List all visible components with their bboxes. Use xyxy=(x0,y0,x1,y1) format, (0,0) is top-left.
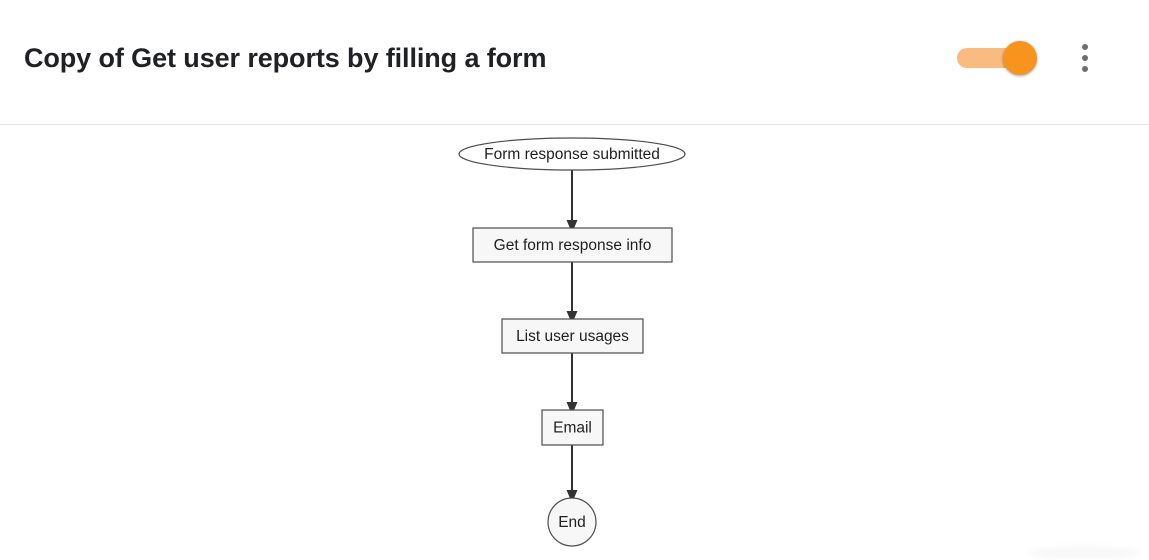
three-dots-vertical-icon[interactable] xyxy=(1068,34,1102,80)
flow-node-get-form-response-info-label: Get form response info xyxy=(494,237,652,254)
flow-node-end-label: End xyxy=(558,514,586,531)
edge-email-to-end xyxy=(566,445,578,503)
bottom-edge-shadow xyxy=(1030,546,1140,560)
edge-start-to-get-form xyxy=(566,170,578,233)
edge-list-to-email xyxy=(566,353,578,415)
flow-node-list-user-usages[interactable]: List user usages xyxy=(501,318,644,354)
menu-dot-1 xyxy=(1082,44,1088,50)
app-header: Copy of Get user reports by filling a fo… xyxy=(0,0,1149,124)
header-divider xyxy=(0,124,1149,125)
enable-workflow-toggle[interactable] xyxy=(957,40,1037,76)
toggle-knob[interactable] xyxy=(1003,41,1037,75)
flow-node-email-label: Email xyxy=(553,420,592,437)
menu-dot-2 xyxy=(1082,55,1088,61)
flowchart-canvas[interactable]: Form response submitted Get form respons… xyxy=(0,125,1149,556)
flow-node-list-user-usages-label: List user usages xyxy=(516,328,629,345)
flowchart-svg: Form response submitted Get form respons… xyxy=(458,137,686,547)
menu-dot-3 xyxy=(1082,66,1088,72)
flow-node-get-form-response-info[interactable]: Get form response info xyxy=(472,227,673,263)
flow-node-start-label: Form response submitted xyxy=(484,146,660,163)
flow-node-email[interactable]: Email xyxy=(541,409,604,446)
page-title: Copy of Get user reports by filling a fo… xyxy=(24,43,547,73)
flow-node-start[interactable]: Form response submitted xyxy=(458,137,686,171)
edge-get-form-to-list xyxy=(566,262,578,324)
flow-node-end[interactable]: End xyxy=(547,497,597,547)
